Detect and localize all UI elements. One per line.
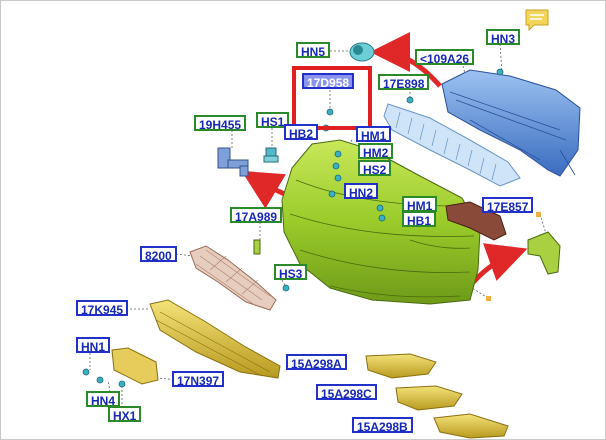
callout-15a298c[interactable]: 15A298C [316, 384, 377, 401]
callout-hm1-mid[interactable]: HM1 [402, 196, 438, 213]
callout-109a26[interactable]: <109A26 [415, 49, 475, 66]
bumper-cover [281, 139, 481, 305]
bracket-right [527, 231, 561, 275]
callout-17e857[interactable]: 17E857 [482, 197, 534, 214]
fastener-hs1 [263, 147, 279, 163]
sensor-hn5 [349, 42, 375, 62]
callout-15a298a[interactable]: 15A298A [286, 354, 347, 371]
grille-17k945 [149, 299, 281, 379]
callout-hx1[interactable]: HX1 [108, 406, 142, 423]
callout-hn5[interactable]: HN5 [296, 42, 331, 59]
bezel-15a298c [395, 385, 463, 411]
reinforcement [383, 103, 521, 187]
marker-square [486, 296, 491, 301]
callout-hs2[interactable]: HS2 [358, 160, 392, 177]
callout-hm1-top[interactable]: HM1 [356, 126, 392, 143]
callout-hs1[interactable]: HS1 [256, 112, 290, 129]
callout-15a298b[interactable]: 15A298B [352, 417, 413, 434]
callout-hb2[interactable]: HB2 [284, 124, 319, 141]
callout-8200[interactable]: 8200 [140, 246, 177, 263]
bracket-17a989 [253, 239, 261, 255]
callout-hs3[interactable]: HS3 [274, 264, 308, 281]
callout-hn2[interactable]: HN2 [344, 183, 379, 200]
callout-17k945[interactable]: 17K945 [76, 300, 129, 317]
bezel-15a298a [365, 353, 437, 379]
bracket-left [217, 147, 249, 177]
callout-17e898[interactable]: 17E898 [378, 74, 430, 91]
callout-hb1[interactable]: HB1 [402, 211, 437, 228]
marker-square [536, 212, 541, 217]
callout-19h455[interactable]: 19H455 [194, 115, 247, 132]
callout-hn3[interactable]: HN3 [486, 29, 521, 46]
selection-highlight [292, 66, 372, 130]
bezel-15a298b [433, 413, 509, 439]
callout-hn4[interactable]: HN4 [86, 391, 121, 408]
callout-17n397[interactable]: 17N397 [172, 371, 225, 388]
bracket-17e857 [445, 201, 507, 241]
clips [82, 68, 504, 388]
callout-17a989[interactable]: 17A989 [230, 207, 283, 224]
callout-17d958[interactable]: 17D958 [302, 73, 355, 90]
bracket-17n397 [111, 347, 159, 385]
callout-hn1[interactable]: HN1 [76, 337, 111, 354]
callout-hm2[interactable]: HM2 [358, 143, 394, 160]
grille-8200 [189, 245, 277, 311]
impact-beam [441, 69, 581, 177]
note-icon[interactable] [524, 8, 550, 32]
